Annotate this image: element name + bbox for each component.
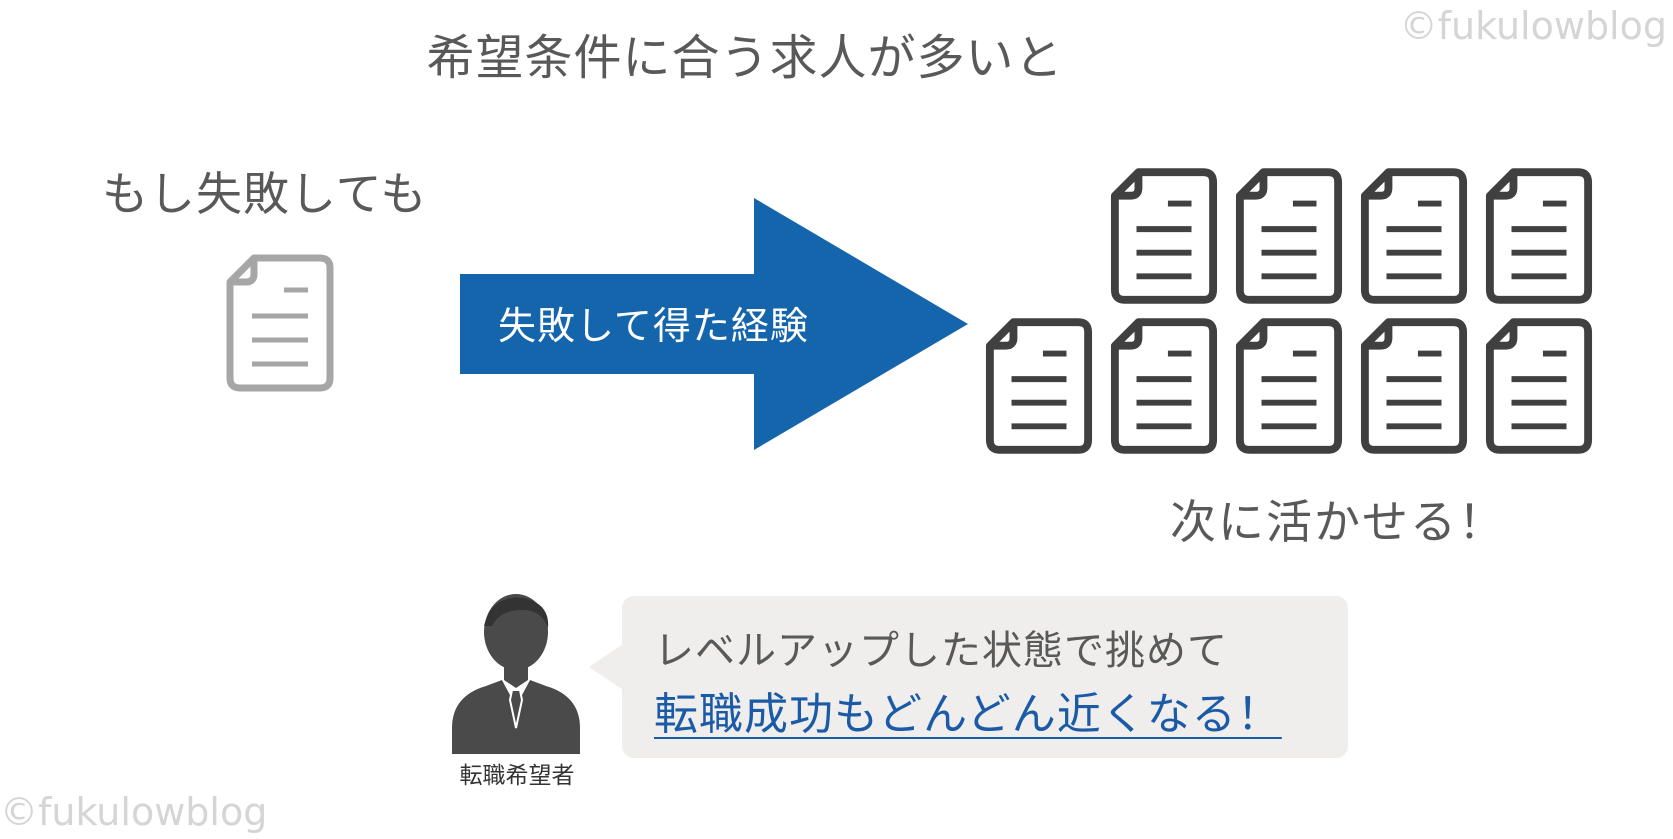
document-icon (1485, 168, 1593, 304)
bubble-text-line2: 転職成功もどんどん近くなる！ (654, 689, 1282, 740)
diagram-title: 希望条件に合う求人が多いと (426, 30, 1064, 86)
businessman-icon (452, 594, 580, 754)
bubble-text-line1: レベルアップした状態で挑めて (654, 628, 1228, 674)
right-arrow (460, 198, 968, 450)
watermark-bottom: ©fukulowblog (0, 790, 268, 834)
document-icon (1110, 318, 1218, 454)
document-icon (1235, 318, 1343, 454)
document-icon (1360, 318, 1468, 454)
document-icon (1235, 168, 1343, 304)
document-icon (985, 318, 1093, 454)
document-icon (1485, 318, 1593, 454)
document-grid (984, 165, 1614, 475)
document-icon (226, 254, 334, 392)
document-icon (1360, 168, 1468, 304)
watermark-top: ©fukulowblog (1399, 4, 1667, 48)
person-label: 転職希望者 (459, 763, 575, 789)
speech-bubble-tail (589, 644, 623, 690)
document-icon (1110, 168, 1218, 304)
right-caption: 次に活かせる！ (1170, 495, 1506, 549)
left-caption: もし失敗しても (102, 167, 428, 221)
speech-bubble: レベルアップした状態で挑めて 転職成功もどんどん近くなる！ (622, 596, 1348, 758)
arrow-label: 失敗して得た経験 (498, 304, 809, 348)
